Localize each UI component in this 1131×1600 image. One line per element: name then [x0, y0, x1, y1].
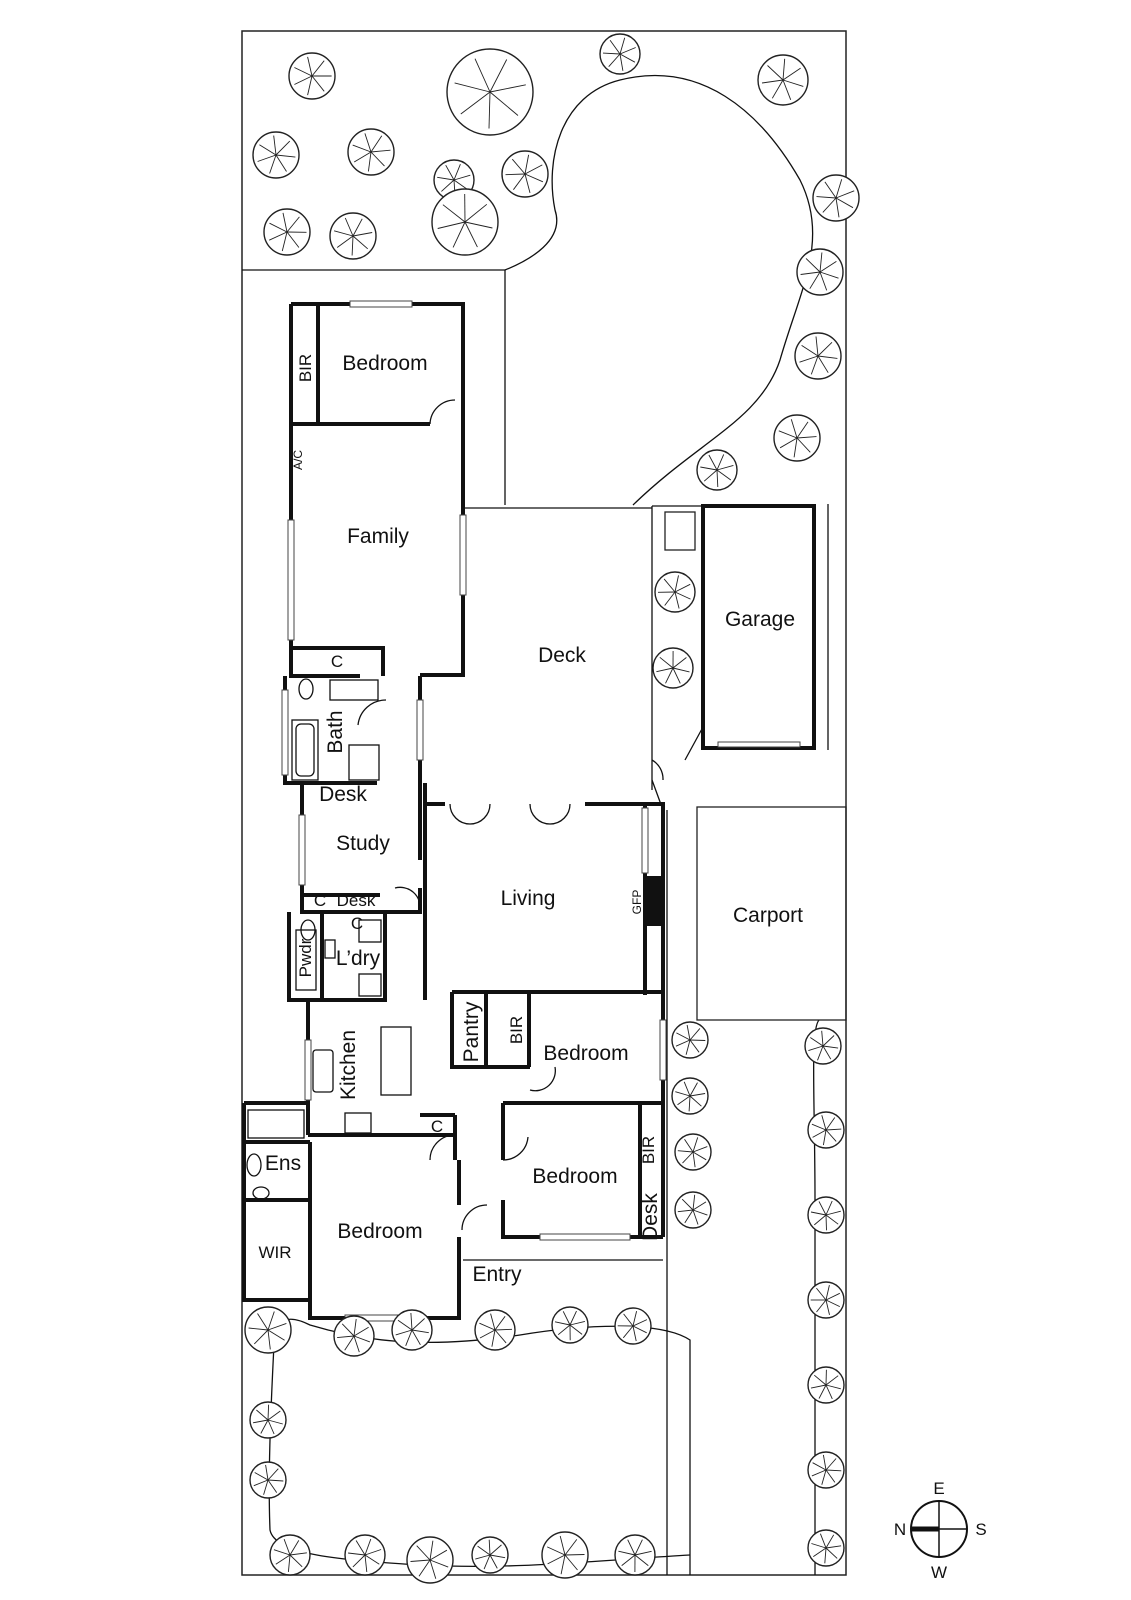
doors	[357, 399, 571, 1231]
desk-3-label: Desk	[639, 1193, 662, 1241]
laundry-label: L’dry	[336, 947, 381, 970]
tree-icon	[807, 1451, 845, 1489]
tree-icon	[674, 1191, 712, 1229]
garage-label: Garage	[725, 608, 795, 631]
bedroom-3-label: Bedroom	[532, 1165, 617, 1188]
desk-2-label: Desk	[337, 891, 376, 910]
tree-icon	[391, 1309, 433, 1351]
tree-icon	[347, 128, 395, 176]
cupboard-1-label: C	[331, 652, 343, 671]
cupboard-3-label: C	[351, 914, 363, 933]
tree-icon	[671, 1021, 709, 1059]
bir-1-label: BIR	[296, 354, 315, 382]
entry-label: Entry	[472, 1263, 522, 1286]
compass-n: N	[894, 1520, 906, 1539]
tree-icon	[807, 1529, 845, 1567]
tree-icon	[807, 1111, 845, 1149]
family-label: Family	[347, 525, 409, 548]
tree-icon	[773, 414, 821, 462]
tree-icon	[249, 1461, 287, 1499]
tree-icon	[263, 208, 311, 256]
cupboard-4-label: C	[431, 1117, 443, 1136]
tree-icon	[652, 647, 694, 689]
tree-icon	[794, 332, 842, 380]
garden-trees	[244, 33, 860, 1584]
tree-icon	[796, 248, 844, 296]
living-label: Living	[501, 887, 556, 910]
windows	[281, 300, 667, 1322]
tree-icon	[757, 54, 809, 106]
tree-icon	[804, 1027, 842, 1065]
carport-label: Carport	[733, 904, 803, 927]
bath-label: Bath	[324, 710, 347, 753]
tree-icon	[696, 449, 738, 491]
tree-icon	[269, 1534, 311, 1576]
tree-icon	[599, 33, 641, 75]
bedroom-4-label: Bedroom	[337, 1220, 422, 1243]
tree-icon	[551, 1306, 589, 1344]
tree-icon	[807, 1196, 845, 1234]
bedroom-1-label: Bedroom	[342, 352, 427, 375]
pantry-label: Pantry	[460, 1001, 483, 1062]
tree-icon	[614, 1307, 652, 1345]
tree-icon	[471, 1536, 509, 1574]
tree-icon	[249, 1401, 287, 1439]
tree-icon	[252, 131, 300, 179]
tree-icon	[614, 1534, 656, 1576]
bedroom-2-label: Bedroom	[543, 1042, 628, 1065]
tree-icon	[807, 1366, 845, 1404]
tree-icon	[501, 150, 549, 198]
tree-icon	[446, 48, 534, 136]
kitchen-label: Kitchen	[337, 1030, 360, 1100]
tree-icon	[474, 1309, 516, 1351]
landscape-lines	[242, 75, 829, 1575]
compass-s: S	[975, 1520, 986, 1539]
tree-icon	[333, 1315, 375, 1357]
site-boundary	[241, 30, 847, 1576]
garage-outline	[701, 504, 816, 750]
pwdr-label: Pwdr	[296, 938, 315, 977]
deck-label: Deck	[538, 644, 586, 667]
tree-icon	[329, 212, 377, 260]
tree-icon	[541, 1531, 589, 1579]
ac-label: A/C	[291, 450, 305, 470]
garage-sink	[664, 511, 696, 551]
desk-1-label: Desk	[319, 783, 367, 806]
bir-3-label: BIR	[639, 1136, 658, 1164]
wir-label: WIR	[258, 1243, 291, 1262]
tree-icon	[431, 188, 499, 256]
carport-outline	[696, 806, 847, 1021]
ensuite-label: Ens	[265, 1152, 301, 1175]
tree-icon	[654, 571, 696, 613]
gfp-label: GFP	[630, 890, 644, 915]
tree-icon	[674, 1133, 712, 1171]
compass-e: E	[933, 1479, 944, 1498]
tree-icon	[244, 1306, 292, 1354]
tree-icon	[812, 174, 860, 222]
study-label: Study	[336, 832, 390, 855]
tree-icon	[288, 52, 336, 100]
tree-icon	[406, 1536, 454, 1584]
tree-icon	[671, 1077, 709, 1115]
compass: E N S W	[894, 1479, 987, 1582]
cupboard-2-label: C	[314, 891, 326, 910]
gas-fireplace	[645, 876, 662, 926]
tree-icon	[344, 1534, 386, 1576]
fixtures	[246, 678, 412, 1200]
compass-w: W	[931, 1563, 947, 1582]
bir-2-label: BIR	[507, 1016, 526, 1044]
tree-icon	[807, 1281, 845, 1319]
